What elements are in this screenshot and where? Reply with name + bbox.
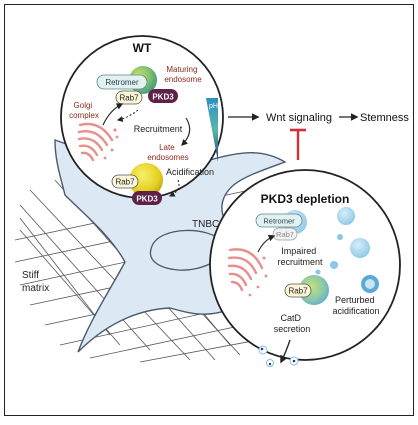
rab7-label-dep-top: Rab7 [276,230,294,239]
maturing-endosome-label: Maturing endosome [164,65,202,84]
golgi-complex-label: Golgi complex [69,101,99,120]
stemness-label: Stemness [360,112,409,124]
pkd3-pill-wt-top [148,89,178,103]
golgi-vesicles-dep [248,256,268,297]
secreted-vesicles [258,345,299,367]
rab7-label-dep-bottom: Rab7 [288,287,308,296]
rab7-label-wt-bottom: Rab7 [115,178,135,187]
pkd3-pill-wt-bottom [132,191,162,205]
figure-frame [4,4,414,416]
stiff-matrix-label: Stiff matrix [22,270,49,294]
retromer-pill-dep [255,213,303,228]
impaired-recruitment-label: Impaired recruitment [277,246,323,267]
pkd3-label-wt-top: PKD3 [152,93,174,102]
inhibition-icon [290,128,306,160]
rab7-label-wt-top: Rab7 [119,94,139,103]
golgi-to-endosome-arrow-dep [257,234,276,253]
pkd3-depletion-panel: PKD3 depletion Retromer Rab7 Impaired re… [209,169,401,364]
rab7-pill-wt-top [115,90,143,105]
rab7-pill-dep-top [272,227,298,241]
endosome-to-golgi-dotted-arrow [116,109,139,122]
perturbed-acidification-label: Perturbed acidification [332,295,379,316]
maturation-arrow [181,117,191,146]
golgi-to-endosome-arrow [102,103,124,126]
wnt-signaling-label: Wnt signaling [266,112,332,124]
golgi-icon-dep [227,248,264,292]
ph-gradient-bar [206,98,218,162]
catd-secretion-label: CatD secretion [274,313,311,334]
acidification-dotted-arrow [168,179,180,197]
recruitment-label: Recruitment [134,124,183,134]
retromer-label-wt: Retromer [105,78,139,87]
ph-label: pH [209,103,218,110]
wt-panel: WT Retromer Rab7 PKD3 Maturing endosome … [60,35,224,205]
late-endosomes-label: Late endosomes [147,143,188,162]
wt-title: WT [133,41,152,55]
rab7-pill-dep-bottom [284,283,312,298]
retromer-label-dep: Retromer [263,217,295,226]
vesicles-depleted [315,207,379,293]
endosome-depleted-bottom [299,275,329,305]
rab7-pill-wt-bottom [111,174,139,189]
pkd3-depletion-title: PKD3 depletion [261,192,350,206]
secretion-arrow [280,339,291,364]
late-endosome [129,163,163,197]
pkd3-label-wt-bottom: PKD3 [136,195,158,204]
acidification-label: Acidification [166,167,214,177]
golgi-icon-wt [77,122,114,162]
golgi-vesicles-wt [103,128,119,160]
tnbc-cell-label: TNBC cell [192,219,237,230]
retromer-pill-wt [96,74,148,90]
